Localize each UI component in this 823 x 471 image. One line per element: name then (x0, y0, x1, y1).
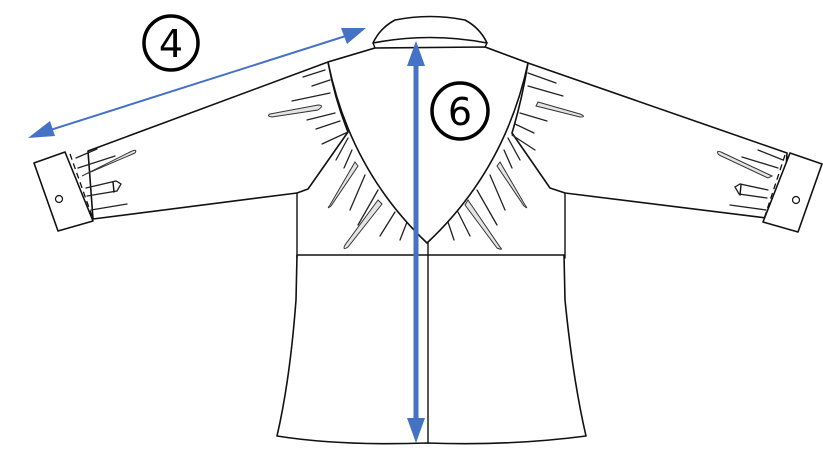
right-sleeve (484, 46, 823, 259)
shirt-body (276, 242, 587, 445)
yoke-folds (327, 137, 528, 250)
label-6-badge: 6 (430, 81, 490, 141)
left-sleeve (33, 47, 376, 259)
label-6-text: 6 (448, 90, 472, 134)
label-4-badge: 4 (142, 14, 200, 72)
back-length-arrow (407, 41, 425, 443)
collar (372, 15, 488, 49)
label-4-text: 4 (159, 22, 183, 66)
sleeve-length-arrow (28, 28, 366, 138)
yoke (327, 46, 529, 244)
